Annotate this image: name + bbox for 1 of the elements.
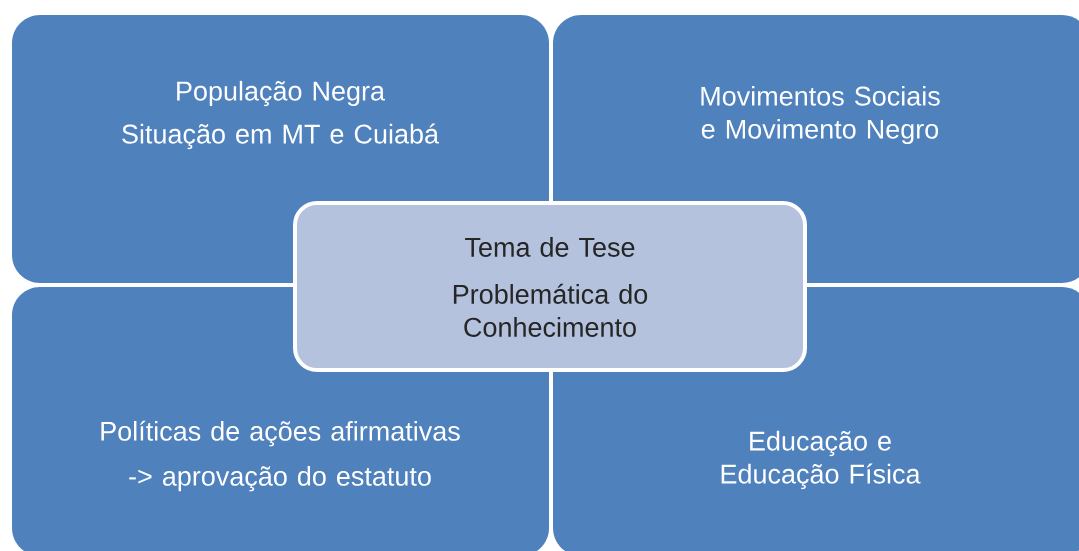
center-box: Tema de Tese Problemática do Conhecimento [293,201,807,372]
